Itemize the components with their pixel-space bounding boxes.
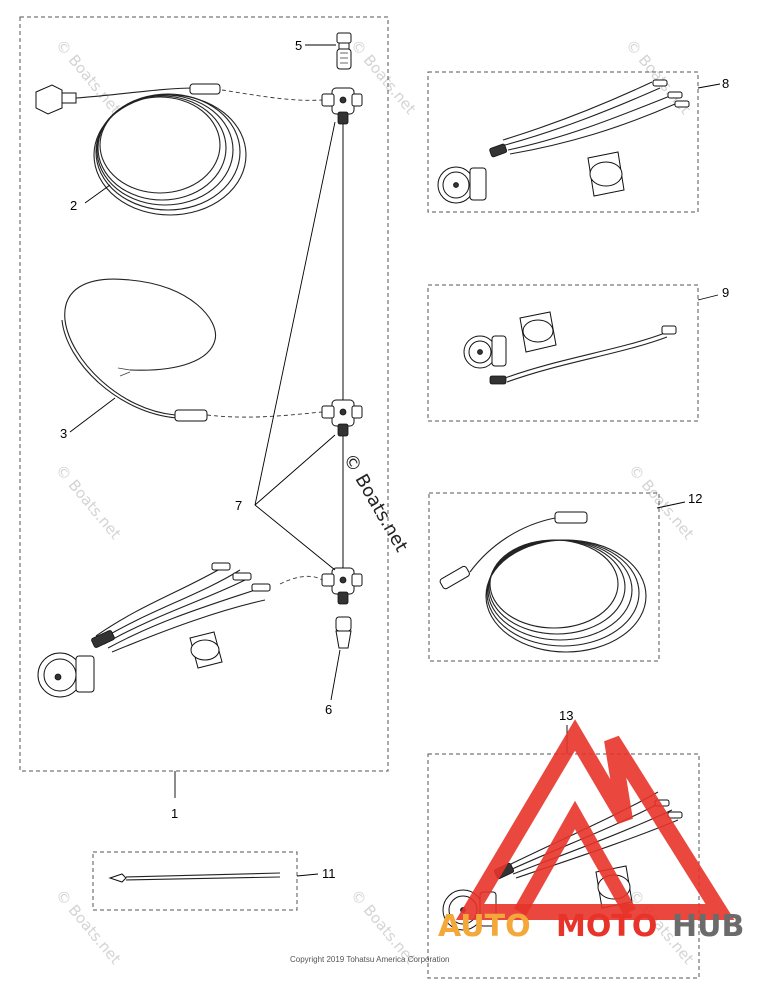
t-connector-top (321, 87, 363, 125)
callout-13: 13 (559, 708, 573, 723)
callout-7: 7 (235, 498, 242, 513)
terminator-6 (335, 616, 352, 649)
group-box-9 (427, 284, 699, 422)
watermark: © Boats.net (52, 36, 125, 118)
watermark: © Boats.net (52, 461, 125, 543)
gauge-kit-9 (463, 311, 677, 385)
group-box-12 (428, 492, 660, 662)
watermark: © Boats.net (625, 461, 698, 543)
callout-6: 6 (325, 702, 332, 717)
callout-labels: 5 2 3 7 6 1 8 9 12 11 13 (60, 38, 729, 881)
group-box-13 (427, 753, 700, 979)
coiled-cable-12 (439, 511, 647, 653)
callout-11: 11 (322, 866, 336, 881)
t-connector-bottom (321, 567, 363, 605)
leader-lines (69, 44, 721, 877)
callout-12: 12 (688, 491, 702, 506)
gauge-assembly-1 (37, 562, 323, 698)
logo-inner-stroke (513, 800, 637, 916)
callout-8: 8 (722, 76, 729, 91)
logo-triangle (455, 719, 735, 920)
callout-3: 3 (60, 426, 67, 441)
logo-text-auto: AUTO (438, 909, 531, 944)
automotohub-logo: AUTO MOTO HUB (438, 719, 744, 944)
t-connector-middle (321, 399, 363, 437)
group-box-8 (427, 71, 699, 213)
callout-9: 9 (722, 285, 729, 300)
logo-text-hub: HUB (672, 909, 744, 944)
watermark: © Boats.net (52, 886, 125, 968)
gauge-kit-8 (437, 79, 690, 204)
terminator-5 (336, 32, 352, 70)
cable-3 (61, 278, 323, 422)
callout-5: 5 (295, 38, 302, 53)
callout-1: 1 (171, 806, 178, 821)
coiled-cable-2 (35, 83, 323, 216)
group-box-11 (92, 851, 298, 911)
copyright-text: Copyright 2019 Tohatsu America Corporati… (290, 955, 450, 964)
group-box-1 (19, 16, 389, 772)
logo-text-moto: MOTO (556, 909, 657, 944)
part-11-pin-tool (108, 872, 281, 883)
callout-2: 2 (70, 198, 77, 213)
center-watermark: © Boats.net (339, 450, 412, 556)
